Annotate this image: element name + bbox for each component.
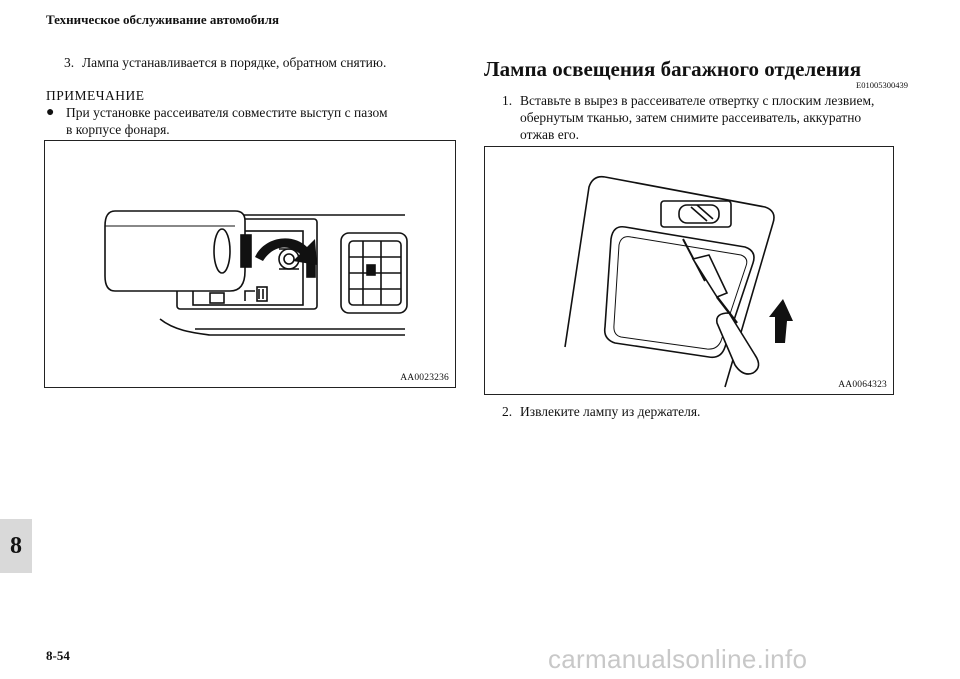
bullet-icon: ●	[46, 105, 55, 120]
step-1-number: 1.	[502, 93, 513, 108]
figure-code-left: AA0023236	[400, 373, 449, 383]
step-3: 3. Лампа устанавливается в порядке, обра…	[46, 54, 446, 71]
step-3-text: Лампа устанавливается в порядке, обратно…	[82, 55, 387, 70]
watermark: carmanualsonline.info	[548, 644, 808, 674]
figure-lens-installation: AA0023236	[44, 140, 456, 388]
document-code: E01005300439	[856, 80, 908, 90]
note-line-2: в корпусе фонаря.	[66, 122, 170, 137]
running-header: Техническое обслуживание автомобиля	[46, 12, 280, 27]
step-1: 1. Вставьте в вырез в рассеивателе отвер…	[484, 92, 904, 143]
step-1-line-3: отжав его.	[520, 127, 580, 142]
lens-removal-illustration	[564, 175, 793, 388]
note-title: ПРИМЕЧАНИЕ	[46, 88, 145, 103]
chapter-tab: 8	[0, 519, 32, 573]
left-column: 3. Лампа устанавливается в порядке, обра…	[46, 54, 446, 138]
note-text: При установке рассеивателя совместите вы…	[66, 104, 388, 138]
note-bullet-item: ● При установке рассеивателя совместите …	[46, 104, 446, 138]
step-2-text: Извлеките лампу из держателя.	[520, 404, 701, 419]
right-column: 1. Вставьте в вырез в рассеивателе отвер…	[484, 92, 904, 143]
note-line-1: При установке рассеивателя совместите вы…	[66, 105, 388, 120]
figure-code-right: AA0064323	[838, 380, 887, 390]
step-1-text: Вставьте в вырез в рассеивателе отвертку…	[520, 92, 874, 143]
step-3-number: 3.	[64, 55, 75, 70]
figure-lens-removal: AA0064323	[484, 146, 894, 395]
page-number: 8-54	[46, 648, 70, 663]
lens-installation-illustration	[104, 210, 408, 336]
step-1-line-1: Вставьте в вырез в рассеивателе отвертку…	[520, 93, 875, 108]
step-1-line-2: обернутым тканью, затем снимите рассеива…	[520, 110, 862, 125]
chapter-number: 8	[10, 532, 22, 559]
step-2: 2. Извлеките лампу из держателя.	[484, 403, 700, 420]
step-2-number: 2.	[502, 404, 513, 419]
section-title: Лампа освещения багажного отделения	[484, 57, 862, 81]
